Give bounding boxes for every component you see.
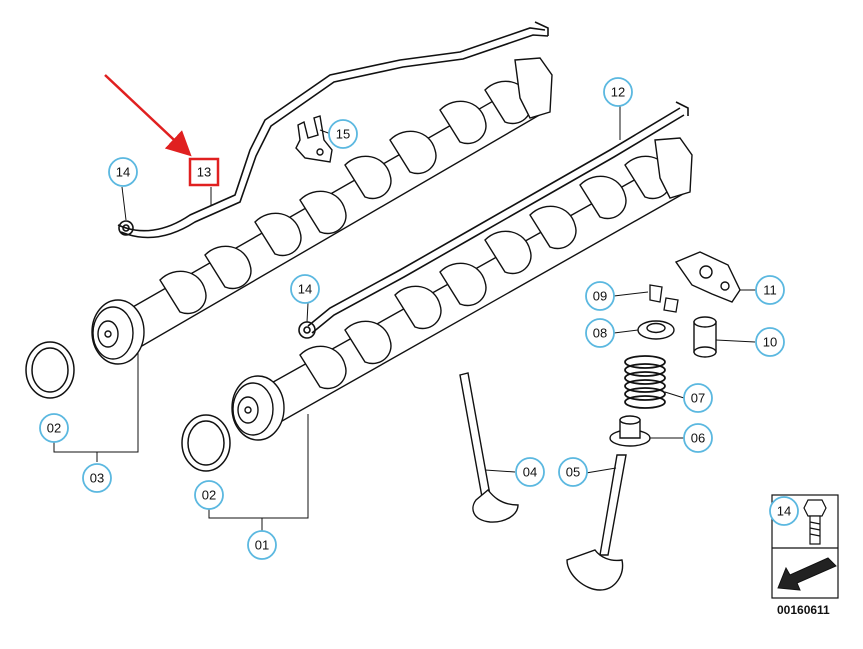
direction-arrow-icon [777, 557, 837, 591]
callout-label: 08 [593, 326, 607, 341]
bolt-icon [803, 499, 827, 545]
callout-label: 14 [116, 165, 130, 180]
highlight-arrow [104, 74, 192, 157]
callout-label: 01 [255, 538, 269, 553]
callout-08: 08 [585, 318, 615, 348]
callout-13: 13 [188, 157, 220, 187]
valve-spring-07 [624, 355, 666, 409]
callouts: 14 13 15 12 14 09 11 08 10 07 06 02 03 04 05 02 01 14 [39, 77, 799, 560]
callout-14: 14 [108, 157, 138, 187]
valve-04 [459, 372, 519, 523]
legend-box [771, 494, 839, 599]
valve-keeper-09 [649, 284, 679, 313]
callout-marker [39, 413, 69, 443]
stem-seal-06 [609, 415, 651, 447]
camshaft-lower [231, 137, 693, 441]
callout-15: 15 [328, 119, 358, 149]
callout-06: 06 [683, 423, 713, 453]
lifter-10 [693, 316, 717, 358]
callout-label: 15 [336, 127, 350, 142]
callout-label: 04 [523, 465, 537, 480]
callout-label: 05 [566, 465, 580, 480]
callout-marker [585, 318, 615, 348]
clip-15 [295, 115, 333, 163]
camshaft-upper [91, 57, 553, 365]
seal-ring-lower [181, 414, 231, 472]
callout-label: 02 [202, 488, 216, 503]
callout-label: 02 [47, 421, 61, 436]
callout-marker [82, 463, 112, 493]
callout-14: 14 [769, 496, 799, 526]
callout-label: 03 [90, 471, 104, 486]
callout-04: 04 [515, 457, 545, 487]
oil-pipe-13 [117, 21, 549, 239]
callout-02: 02 [39, 413, 69, 443]
callout-marker [603, 77, 633, 107]
callout-marker [585, 281, 615, 311]
seal-ring-upper [25, 341, 75, 399]
callout-label: 06 [691, 431, 705, 446]
callout-label: 12 [611, 85, 625, 100]
callout-11: 11 [755, 275, 785, 305]
callout-label: 14 [298, 282, 312, 297]
callout-marker [290, 274, 320, 304]
callout-14: 14 [290, 274, 320, 304]
callout-label: 11 [763, 283, 777, 298]
callout-marker [328, 119, 358, 149]
spring-retainer-08 [637, 320, 675, 340]
callout-marker [188, 157, 220, 187]
callout-label: 13 [197, 165, 211, 180]
callout-marker [755, 275, 785, 305]
callout-marker [558, 457, 588, 487]
callout-label: 14 [777, 504, 791, 519]
callout-07: 07 [683, 383, 713, 413]
callout-marker [194, 480, 224, 510]
callout-label: 10 [763, 335, 777, 350]
valve-05 [566, 454, 627, 591]
reference-code: 00160611 [777, 603, 830, 617]
callout-12: 12 [603, 77, 633, 107]
callout-marker [247, 530, 277, 560]
callout-marker [769, 496, 799, 526]
callout-02: 02 [194, 480, 224, 510]
callout-marker [683, 383, 713, 413]
callout-05: 05 [558, 457, 588, 487]
callout-marker [108, 157, 138, 187]
callout-marker [755, 327, 785, 357]
callout-03: 03 [82, 463, 112, 493]
callout-10: 10 [755, 327, 785, 357]
callout-label: 09 [593, 289, 607, 304]
callout-marker [683, 423, 713, 453]
callout-01: 01 [247, 530, 277, 560]
callout-marker [515, 457, 545, 487]
rocker-arm-11 [674, 251, 741, 303]
callout-label: 07 [691, 391, 705, 406]
callout-09: 09 [585, 281, 615, 311]
